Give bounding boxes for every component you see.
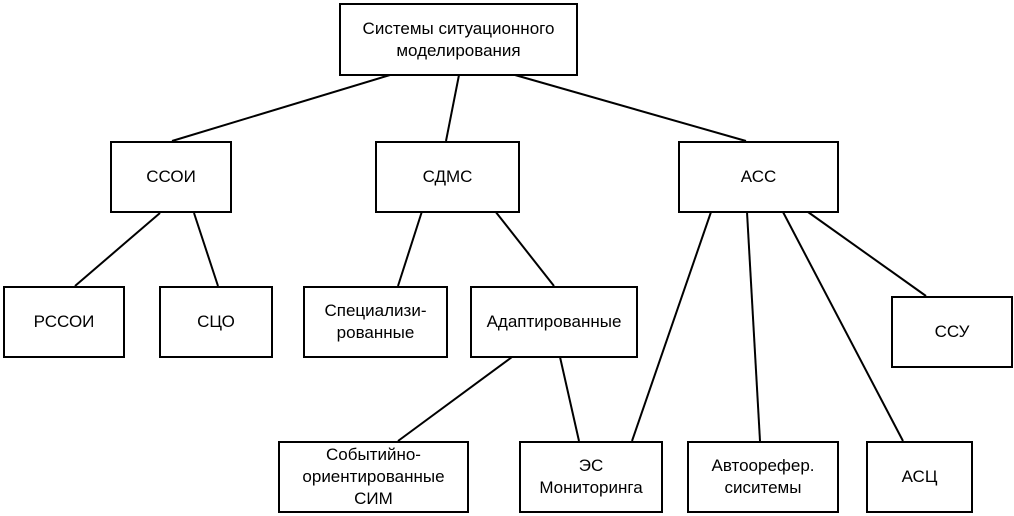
node-adapt: Адаптированные bbox=[470, 286, 638, 358]
node-sdms-label: СДМС bbox=[422, 167, 473, 186]
edge-ssoi-rssoi bbox=[74, 212, 161, 287]
node-ass-label: АСС bbox=[740, 167, 777, 186]
node-ssoi: ССОИ bbox=[110, 141, 232, 213]
node-ssoi-label: ССОИ bbox=[146, 167, 196, 186]
edge-adapt-sobyt bbox=[397, 356, 513, 442]
node-asc-label: АСЦ bbox=[901, 467, 938, 486]
edge-root-sdms bbox=[445, 74, 460, 142]
node-avto: Автоорефер. сиситемы bbox=[687, 441, 839, 513]
node-spec: Специализи- рованные bbox=[303, 286, 448, 358]
node-sco-label: СЦО bbox=[197, 312, 235, 331]
node-es: ЭС Мониторинга bbox=[519, 441, 663, 513]
node-ssu: ССУ bbox=[891, 296, 1013, 368]
node-spec-label: Специализи- рованные bbox=[324, 301, 427, 342]
edge-ass-es bbox=[631, 211, 712, 442]
node-asc: АСЦ bbox=[866, 441, 973, 513]
node-root: Системы ситуационного моделирования bbox=[339, 3, 578, 76]
node-ssu-label: ССУ bbox=[934, 322, 970, 341]
node-es-label: ЭС Мониторинга bbox=[539, 456, 643, 497]
edge-ssoi-sco bbox=[193, 212, 219, 287]
node-sco: СЦО bbox=[159, 286, 273, 358]
node-root-label: Системы ситуационного моделирования bbox=[362, 18, 555, 60]
node-rssoi-label: РССОИ bbox=[33, 312, 95, 331]
node-sobyt-label: Событийно- ориентированные СИМ bbox=[302, 445, 445, 508]
node-adapt-label: Адаптированные bbox=[486, 312, 622, 331]
node-sdms: СДМС bbox=[375, 141, 520, 213]
node-rssoi: РССОИ bbox=[3, 286, 125, 358]
node-sobyt: Событийно- ориентированные СИМ bbox=[278, 441, 469, 513]
edge-ass-asc bbox=[782, 211, 904, 442]
edge-ass-ssu bbox=[807, 211, 927, 297]
edge-ass-avto bbox=[746, 211, 761, 442]
edge-adapt-es bbox=[559, 356, 580, 442]
edge-root-ssoi bbox=[171, 74, 391, 142]
node-avto-label: Автоорефер. сиситемы bbox=[711, 456, 815, 497]
node-ass: АСС bbox=[678, 141, 839, 213]
edge-sdms-spec bbox=[397, 204, 425, 287]
edge-root-ass bbox=[514, 74, 747, 142]
edge-sdms-adapt bbox=[494, 210, 555, 287]
